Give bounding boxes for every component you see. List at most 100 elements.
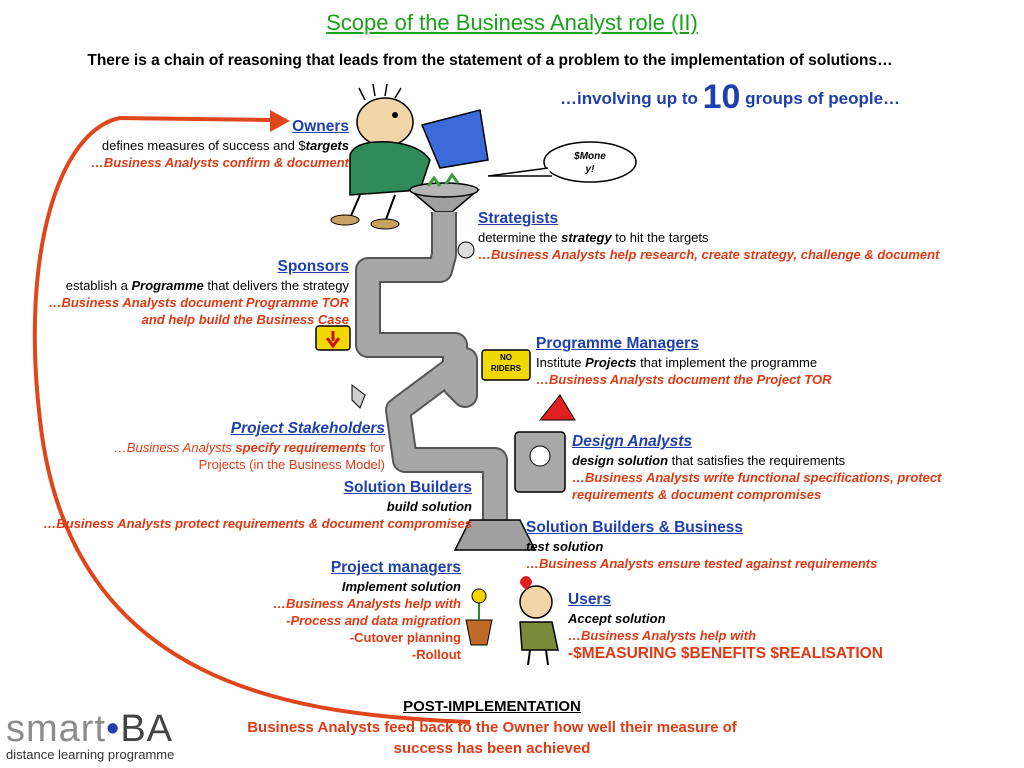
pm-desc-post: that implement the programme <box>636 355 818 370</box>
owners-ba: …Business Analysts confirm & document <box>90 155 349 170</box>
programme-managers-ba: …Business Analysts document the Project … <box>536 372 832 387</box>
pipe-outlet <box>453 519 537 551</box>
no-riders-line2: RIDERS <box>490 364 522 373</box>
owner-figure <box>330 83 489 230</box>
no-riders-line1: NO <box>500 353 512 362</box>
solution-builders-group: Solution Builders build solution …Busine… <box>2 478 472 532</box>
money-speech-bubble <box>487 141 637 183</box>
owners-group: Owners defines measures of success and $… <box>40 117 349 171</box>
involving-pre: …involving up to <box>560 89 703 108</box>
project-managers-group: Project managers Implement solution …Bus… <box>200 558 461 663</box>
design-analysts-ba2: requirements & document compromises <box>572 487 822 502</box>
no-riders-text: NO RIDERS <box>482 352 530 374</box>
solution-builders-desc: build solution <box>386 499 472 514</box>
owners-heading: Owners <box>292 118 349 135</box>
solution-builders-heading: Solution Builders <box>343 479 472 496</box>
page-title: Scope of the Business Analyst role (II) <box>326 10 698 35</box>
money-line1: $Mone <box>574 151 606 162</box>
project-stakeholders-line1: …Business Analysts specify requirements … <box>60 439 385 456</box>
bucket-icon <box>420 109 489 169</box>
users-highlight-line: -$MEASURING $BENEFITS $REALISATION <box>568 644 883 664</box>
feedback-arrowhead <box>270 110 290 132</box>
programme-managers-group: Programme Managers Institute Projects th… <box>536 334 831 388</box>
solution-builders-business-group: Solution Builders & Business test soluti… <box>526 518 877 572</box>
post-heading: POST-IMPLEMENTATION <box>403 698 581 715</box>
involving-number: 10 <box>702 78 741 116</box>
post-body: Business Analysts feed back to the Owner… <box>247 719 737 757</box>
users-heading: Users <box>568 591 612 608</box>
flower-pot-icon <box>465 588 493 646</box>
design-analysts-desc: design solution that satisfies the requi… <box>572 452 941 469</box>
design-analysts-ba1: …Business Analysts write functional spec… <box>572 470 942 485</box>
project-managers-ba: …Business Analysts help with <box>272 596 461 611</box>
strategists-desc-pre: determine the <box>478 230 562 245</box>
funnel-icon <box>407 172 481 213</box>
sponsors-desc: establish a Programme that delivers the … <box>10 277 349 294</box>
pipe-system <box>355 212 508 520</box>
sbb-ba: …Business Analysts ensure tested against… <box>526 556 878 571</box>
ps-line1-pre: …Business Analysts <box>113 440 236 455</box>
sponsors-desc-post: that delivers the strategy <box>203 278 349 293</box>
users-group: Users Accept solution …Business Analysts… <box>568 590 883 664</box>
sponsors-desc-pre: establish a <box>65 278 132 293</box>
ps-line1-post: for <box>366 440 385 455</box>
users-dash: - <box>568 645 574 662</box>
logo-smart: smart <box>6 708 106 750</box>
involving-post: groups of people… <box>740 89 901 108</box>
down-arrow-sign <box>315 325 351 351</box>
programme-managers-desc: Institute Projects that implement the pr… <box>536 354 831 371</box>
owners-desc-text: defines measures of success and $ <box>101 138 306 153</box>
users-ba: …Business Analysts help with <box>568 628 757 643</box>
project-stakeholders-line2: Projects (in the Business Model) <box>198 457 385 472</box>
strategists-ba: …Business Analysts help research, create… <box>478 247 940 262</box>
ps-line1-em: specify requirements <box>235 440 367 455</box>
post-implementation: POST-IMPLEMENTATION Business Analysts fe… <box>232 696 752 759</box>
horn-icon <box>538 394 576 421</box>
logo-dot: • <box>106 708 121 750</box>
pm-desc-em: Projects <box>585 355 637 370</box>
page-subtitle: There is a chain of reasoning that leads… <box>87 52 893 69</box>
da-desc-post: that satisfies the requirements <box>668 453 846 468</box>
project-managers-heading: Project managers <box>330 559 461 576</box>
design-analysts-group: Design Analysts design solution that sat… <box>572 432 941 503</box>
users-highlight: $MEASURING $BENEFITS $REALISATION <box>573 645 883 662</box>
feedback-arrow <box>32 115 471 724</box>
money-line2: y! <box>585 164 595 175</box>
design-analysts-heading: Design Analysts <box>572 433 693 450</box>
bell-icon <box>351 383 366 409</box>
strategists-group: Strategists determine the strategy to hi… <box>478 209 939 263</box>
project-stakeholders-heading: Project Stakeholders <box>230 420 385 437</box>
project-managers-item-1: -Process and data migration <box>286 613 461 628</box>
sponsors-desc-em: Programme <box>131 278 204 293</box>
no-riders-sign <box>481 349 531 381</box>
logo-word: smart•BA <box>6 708 174 751</box>
project-managers-item-2: -Cutover planning <box>349 630 461 645</box>
strategists-desc-em: strategy <box>561 230 612 245</box>
da-desc-em: design solution <box>572 453 669 468</box>
user-figure <box>519 576 559 666</box>
sponsors-ba1: …Business Analysts document Programme TO… <box>48 295 349 310</box>
owners-desc-em: targets <box>305 138 349 153</box>
sponsors-heading: Sponsors <box>277 258 349 275</box>
sponsors-group: Sponsors establish a Programme that deli… <box>10 257 349 328</box>
logo-tagline: distance learning programme <box>6 747 175 762</box>
strategists-desc: determine the strategy to hit the target… <box>478 229 939 246</box>
smartba-logo: smart•BA distance learning programme <box>6 708 174 762</box>
solution-builders-ba: …Business Analysts protect requirements … <box>43 516 472 531</box>
project-managers-desc: Implement solution <box>341 579 461 594</box>
sbb-desc: test solution <box>526 539 604 554</box>
logo-ba: BA <box>120 708 174 750</box>
programme-managers-heading: Programme Managers <box>536 335 699 352</box>
strategists-heading: Strategists <box>478 210 559 227</box>
strategists-desc-post: to hit the targets <box>611 230 709 245</box>
pm-desc-pre: Institute <box>536 355 586 370</box>
involving-caption: …involving up to 10 groups of people… <box>560 78 900 117</box>
gauge-icon <box>529 445 551 467</box>
valve-gauge-icon <box>457 241 475 259</box>
project-managers-item-3: -Rollout <box>411 647 461 662</box>
users-desc: Accept solution <box>568 611 666 626</box>
owners-desc: defines measures of success and $targets <box>40 137 349 154</box>
project-stakeholders-group: Project Stakeholders …Business Analysts … <box>60 419 385 473</box>
sbb-heading: Solution Builders & Business <box>526 519 744 536</box>
